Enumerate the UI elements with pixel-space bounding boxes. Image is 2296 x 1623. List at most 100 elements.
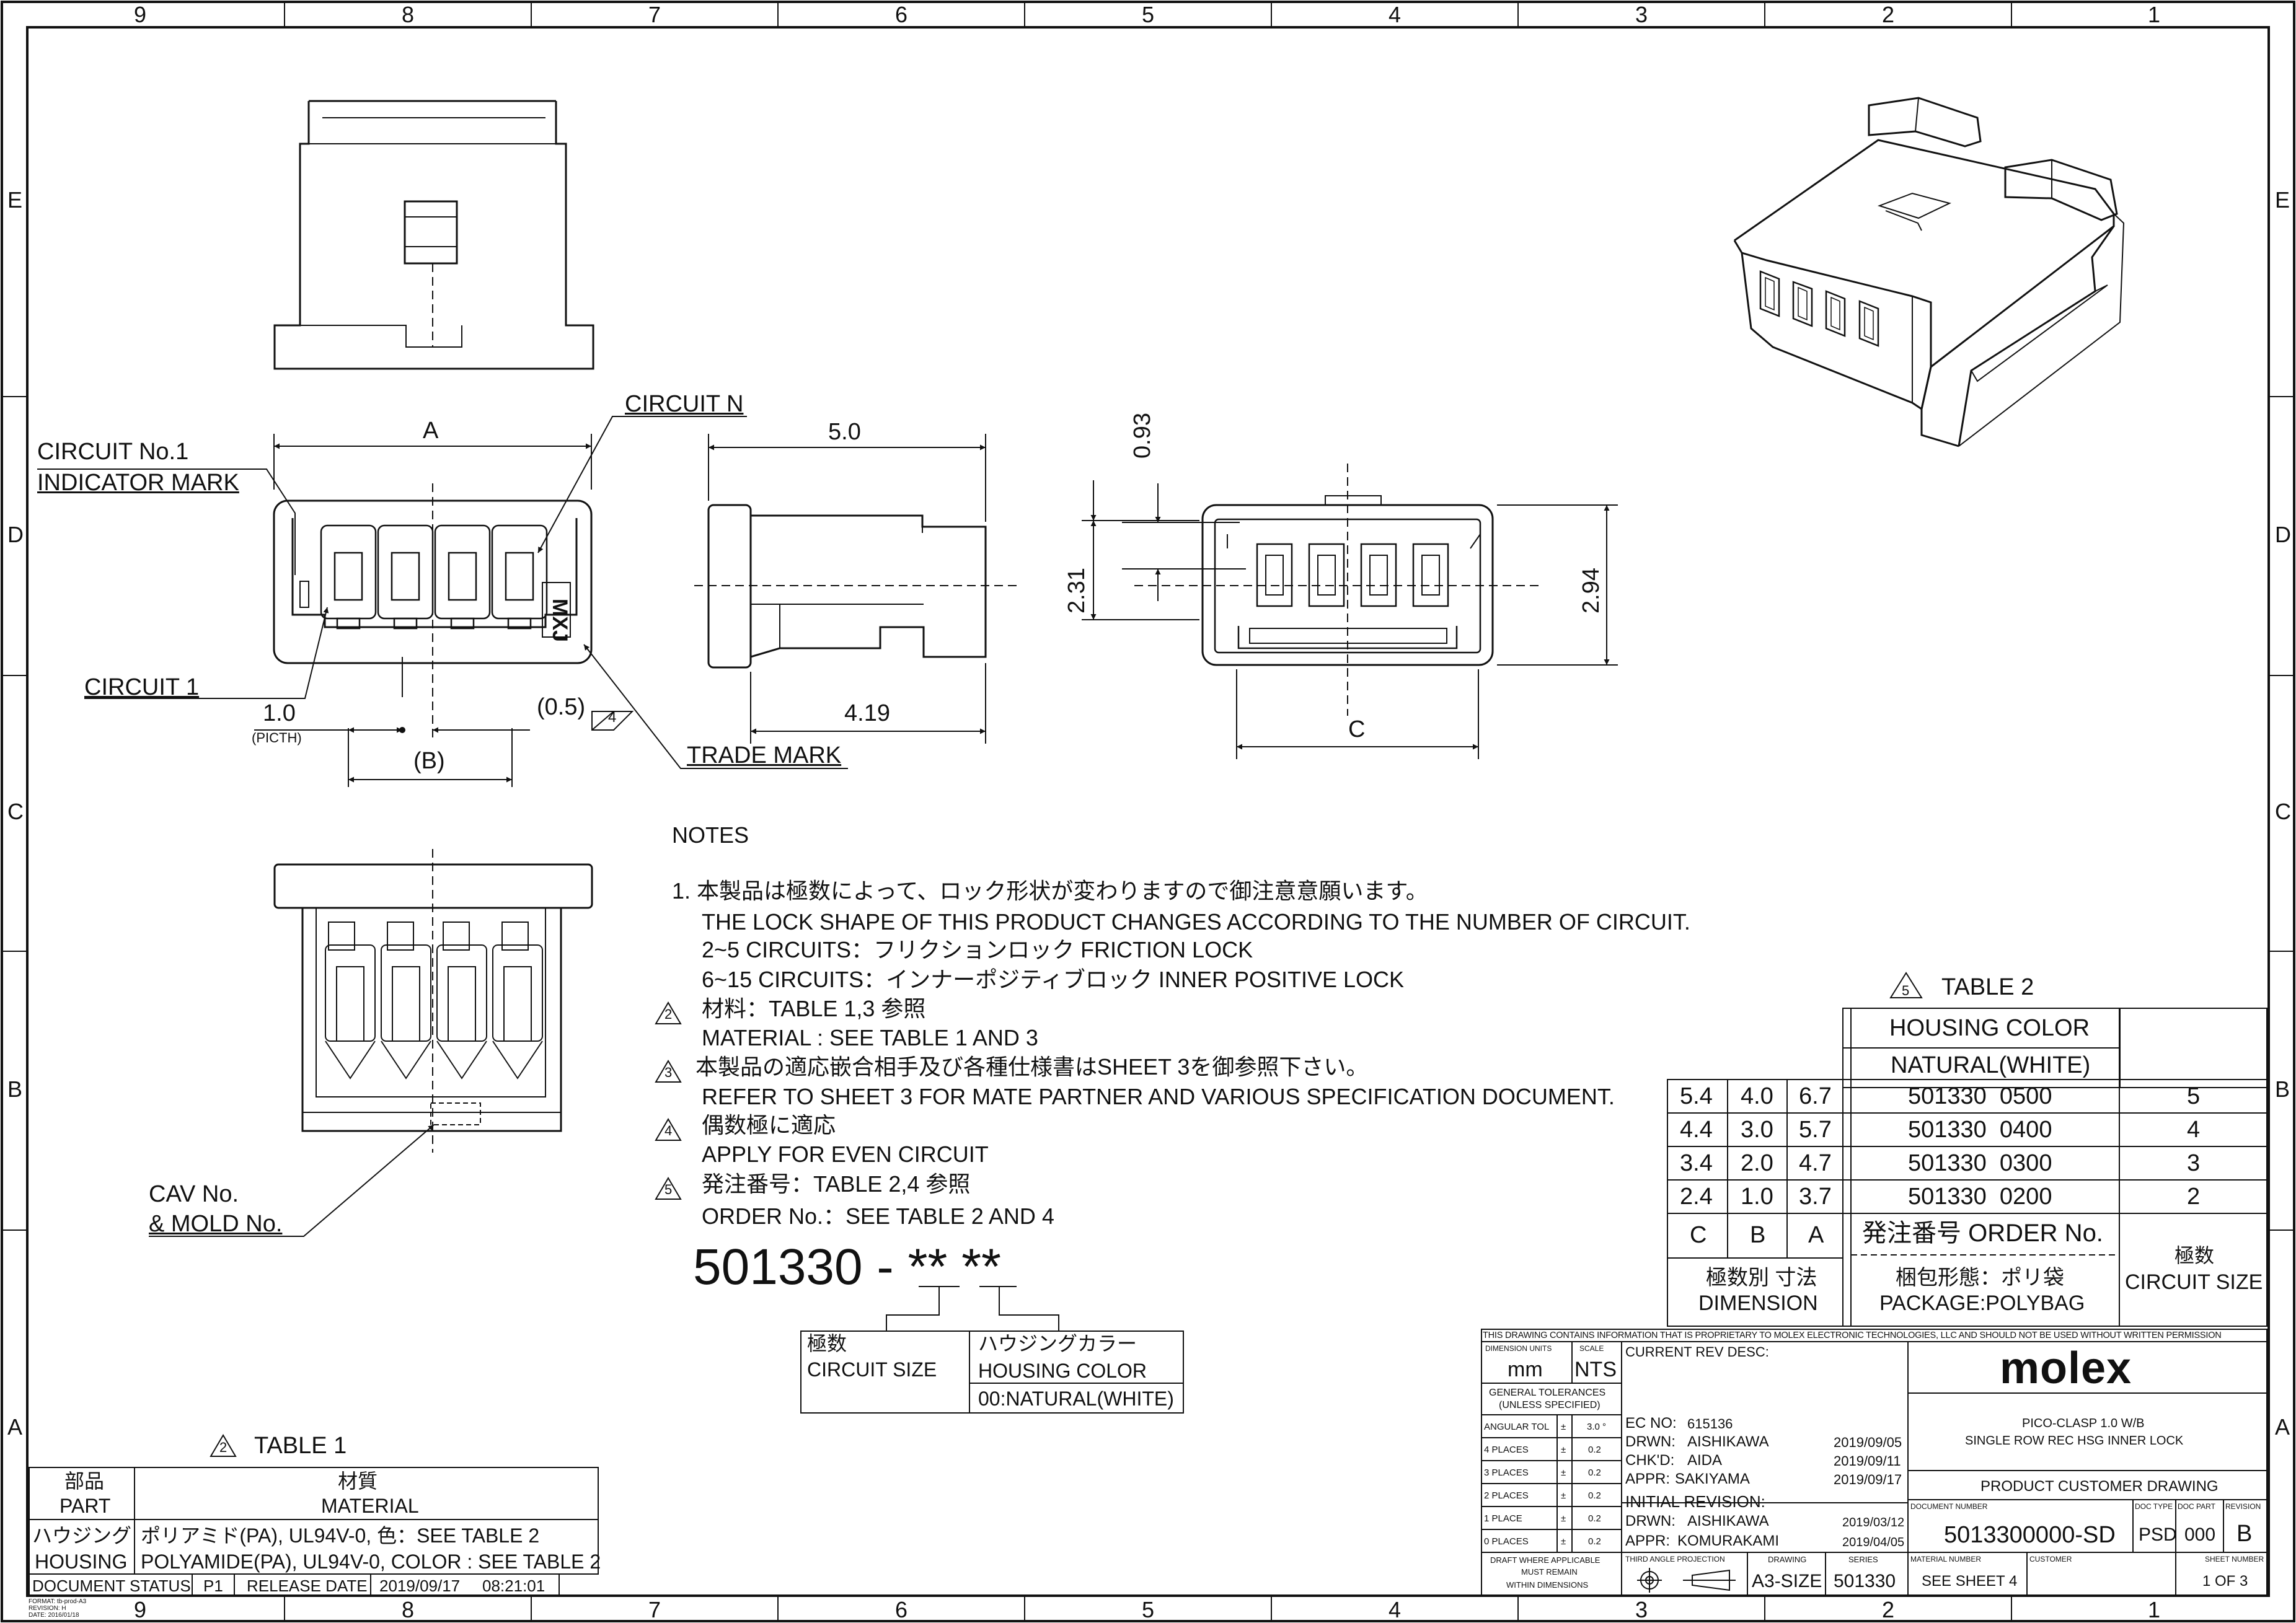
cav-label: CAV No. [149,1181,239,1207]
doc-part: 000 [2184,1524,2216,1545]
status-label: DOCUMENT STATUS [32,1577,191,1595]
table-2-package-jp: 梱包形態：ポリ袋 [1896,1266,2064,1290]
dim-c: C [1348,716,1366,742]
status-value: P1 [203,1577,223,1595]
drwn-date: 2019/09/05 [1834,1435,1902,1450]
initial-appr-date: 2019/04/05 [1842,1536,1905,1549]
table-2-size-jp: 極数 [2175,1244,2215,1267]
dim-pitch-note: (PICTH) [252,730,302,746]
ec-no-label: EC NO: [1625,1415,1677,1432]
tol-row-0-value: 0.2 [1588,1536,1601,1547]
appr-label: APPR: [1625,1471,1671,1487]
table-1-housing-en: HOUSING [35,1550,128,1573]
note-3-en: REFER TO SHEET 3 FOR MATE PARTNER AND VA… [702,1084,1615,1109]
doc-part-label: DOC PART [2178,1502,2215,1511]
sheet-number: 1 OF 3 [2202,1573,2248,1590]
drawing-label: DRAWING [1768,1555,1807,1564]
note-1-jp: 1. 本製品は極数によって、ロック形状が変わりますので御注意意願います。 [672,878,1428,904]
note-2-flag: 2 [665,1006,673,1022]
initial-appr-name: KOMURAKAMI [1677,1533,1780,1549]
end-view [1082,464,1618,759]
row-label-b-right: B [2275,1076,2290,1102]
dim-b: (B) [413,748,445,774]
revision-label: REVISION [2225,1502,2261,1511]
angular-tol-label: ANGULAR TOL [1484,1422,1550,1432]
note-3-jp: 本製品の適応嵌合相手及び各種仕様書はSHEET 3を御参照下さい。 [695,1054,1369,1080]
note-5-en: ORDER No.：SEE TABLE 2 AND 4 [702,1203,1054,1229]
table-2-row4-order: 501330 0200 [1908,1184,2052,1210]
table-1-title: TABLE 1 [254,1433,347,1459]
note-flags [210,972,1923,1457]
col-label-4-bottom: 4 [1389,1597,1402,1622]
customer-label: CUSTOMER [2029,1555,2072,1564]
appr-date: 2019/09/17 [1834,1472,1902,1487]
circuit-no1-label: CIRCUIT No.1 [37,439,189,465]
row-label-d-right: D [2275,522,2291,547]
material-number: SEE SHEET 4 [1922,1573,2018,1590]
initial-appr-label: APPR: [1625,1533,1671,1549]
ec-no-value: 615136 [1687,1416,1733,1432]
revision-value: B [2236,1521,2253,1547]
table-2-row1-c: 5.4 [1680,1083,1713,1109]
drawing-size: A3-SIZE [1752,1571,1822,1591]
col-label-5-bottom: 5 [1142,1597,1155,1622]
table-2-row1-b: 4.0 [1741,1083,1773,1109]
tol-row-0-pm: ± [1561,1536,1566,1547]
initial-drwn-date: 2019/03/12 [1842,1516,1905,1529]
note-2-jp: 材料：TABLE 1,3 参照 [702,996,926,1021]
drawing-title-line-2: SINGLE ROW REC HSG INNER LOCK [1965,1434,2184,1448]
dim-5-0: 5.0 [828,419,861,445]
table-2-row3-order: 501330 0300 [1908,1150,2052,1176]
release-date: 2019/09/17 [379,1577,461,1595]
table-1-material-value-en: POLYAMIDE(PA), UL94V-0, COLOR : SEE TABL… [141,1550,601,1573]
table-2-title: TABLE 2 [1941,974,2034,1000]
trade-mark-label: TRADE MARK [687,742,842,768]
material-number-label: MATERIAL NUMBER [1910,1555,1982,1564]
table-1-flag: 2 [219,1440,227,1455]
chkd-label: CHK'D: [1625,1452,1675,1469]
order-size-jp: 極数 [807,1332,847,1355]
table-1-part-jp: 部品 [64,1470,105,1492]
format-line-3: DATE: 2016/01/18 [29,1612,79,1619]
dim-a: A [423,418,439,444]
tol-row-3-value: 0.2 [1588,1467,1601,1478]
col-label-1: 1 [2148,2,2161,27]
dim-half: (0.5) [537,694,586,720]
tol-row-4-pm: ± [1561,1445,1566,1455]
table-2-size-en: CIRCUIT SIZE [2125,1270,2263,1294]
tol-row-1-label: 1 PLACE [1484,1513,1522,1524]
table-2-header-order: 発注番号 ORDER No. [1862,1220,2103,1247]
circuit-1-label: CIRCUIT 1 [84,674,200,700]
drwn-label: DRWN: [1625,1433,1676,1450]
tol-row-4-value: 0.2 [1588,1445,1601,1455]
dim-half-flag: 4 [608,709,617,726]
tol-row-0-label: 0 PLACES [1484,1536,1529,1547]
bottom-view [149,849,593,1237]
trade-mark-text: MXJ [548,599,572,642]
doc-number: 5013300000-SD [1944,1522,2116,1548]
table-2-row4-b: 1.0 [1741,1184,1773,1210]
angular-tol-value: 3.0 ° [1587,1422,1607,1432]
circuit-n-label: CIRCUIT N [625,391,744,417]
table-2-row2-c: 4.4 [1680,1117,1713,1143]
drawing-title-line-1: PICO-CLASP 1.0 W/B [2022,1417,2145,1430]
tol-row-4-label: 4 PLACES [1484,1445,1529,1455]
general-tolerances: GENERAL TOLERANCES [1489,1388,1606,1398]
order-color-option: 00:NATURAL(WHITE) [978,1388,1174,1410]
row-label-c: C [7,799,24,824]
table-2-header-a: A [1808,1222,1824,1248]
indicator-mark-label: INDICATOR MARK [37,470,239,496]
tol-row-3-label: 3 PLACES [1484,1467,1529,1478]
appr-name: SAKIYAMA [1675,1471,1750,1487]
table-2-row3-a: 4.7 [1799,1150,1832,1176]
table-2-row2-order: 501330 0400 [1908,1117,2052,1143]
unless-specified: (UNLESS SPECIFIED) [1499,1400,1601,1410]
table-2-dim-jp: 極数別 寸法 [1706,1266,1817,1290]
row-label-a-right: A [2275,1414,2290,1440]
table-2-row2-b: 3.0 [1741,1117,1773,1143]
initial-drwn-name: AISHIKAWA [1687,1513,1769,1529]
order-size-en: CIRCUIT SIZE [807,1358,937,1381]
table-2-row3-b: 2.0 [1741,1150,1773,1176]
tol-row-3-pm: ± [1561,1467,1566,1478]
